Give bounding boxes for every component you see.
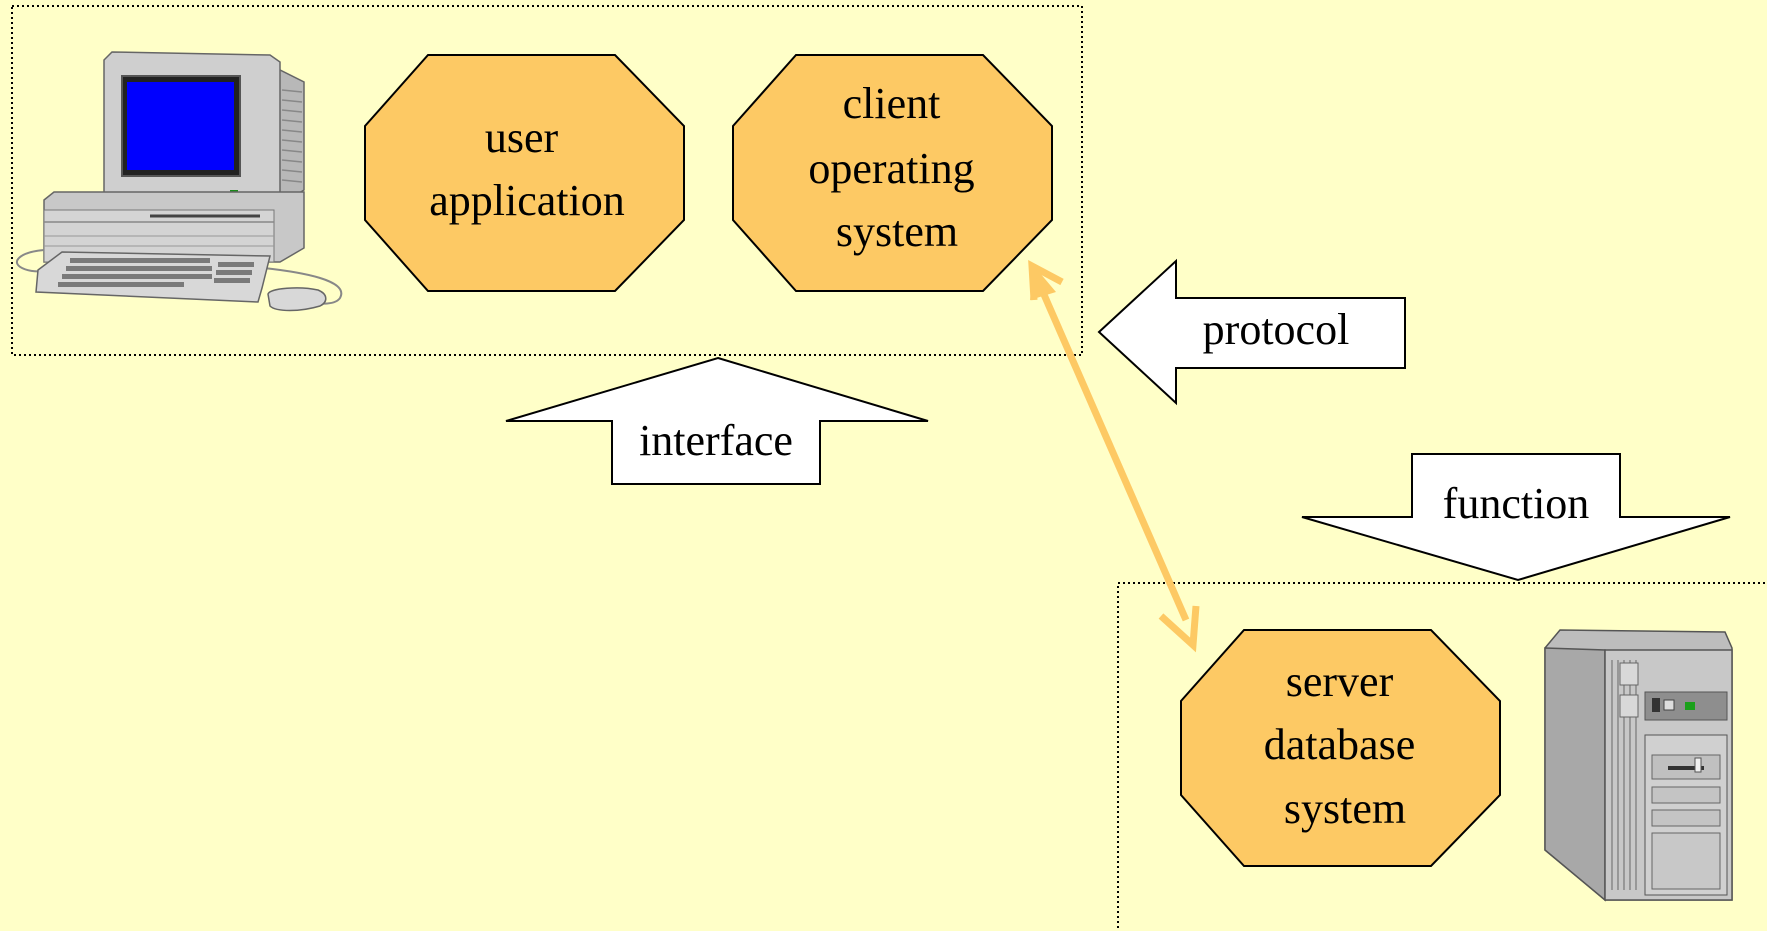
function-label: function <box>1443 479 1590 528</box>
protocol-label: protocol <box>1203 305 1350 354</box>
client-os-label: client operating system <box>808 79 985 256</box>
client-os-node: client operating system <box>732 54 1053 292</box>
user-application-label: user application <box>429 113 625 225</box>
function-arrow: function <box>1301 453 1731 582</box>
screen <box>127 82 234 170</box>
server-tower-icon <box>1544 629 1733 902</box>
server-db-label: server database system <box>1264 657 1426 833</box>
user-application-node: user application <box>364 54 685 292</box>
server-db-node: server database system <box>1180 629 1501 867</box>
interface-label: interface <box>639 416 793 465</box>
client-boundary <box>11 5 1083 356</box>
server-boundary <box>1117 582 1767 931</box>
link-double-arrow <box>1028 259 1200 653</box>
desktop-computer-icon <box>16 51 343 312</box>
protocol-arrow: protocol <box>1097 258 1406 406</box>
interface-arrow: interface <box>505 356 929 485</box>
